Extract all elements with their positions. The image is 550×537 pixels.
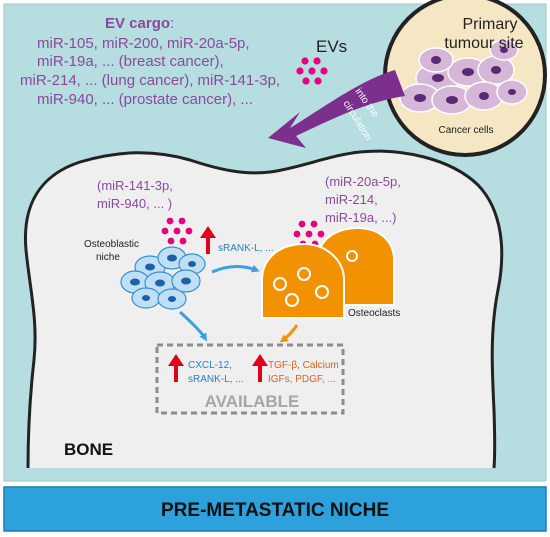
red-up-arrow-left xyxy=(168,354,184,382)
ev-dots-top xyxy=(296,57,328,85)
osteoblastic-niche-label-line1: Osteoblastic xyxy=(84,239,139,250)
svg-text:EV cargo:: EV cargo: xyxy=(105,15,174,32)
red-up-arrow-right xyxy=(252,354,268,382)
arrow-osteoclast-to-available xyxy=(279,324,299,343)
evs-label: EVs xyxy=(316,37,347,56)
osteoblast-cells xyxy=(120,246,206,310)
tumour-site: Primary tumour site Cancer cells xyxy=(383,0,547,157)
available-box xyxy=(155,343,345,415)
ev-cargo-line-1: miR-105, miR-200, miR-20a-5p, xyxy=(37,35,250,52)
osteoclast-front xyxy=(261,242,358,319)
cancer-cells-label: Cancer cells xyxy=(438,125,493,136)
osteoclast-mirna-line2: miR-214, xyxy=(325,192,378,207)
tumour-title-line1: Primary xyxy=(462,16,517,33)
osteoblast-mirna-line1: (miR-141-3p, xyxy=(97,178,173,193)
cancer-cells-cluster xyxy=(399,39,528,115)
osteoclasts-label: Osteoclasts xyxy=(348,308,400,319)
available-right-line2: IGFs, PDGF, ... xyxy=(268,374,336,385)
arrow-osteoblast-to-osteoclast xyxy=(211,264,260,274)
osteoclast-mirna-line1: (miR-20a-5p, xyxy=(325,174,401,189)
ev-cargo-title: EV cargo xyxy=(105,15,170,32)
ev-cargo-colon: : xyxy=(170,15,174,32)
srankl-label: sRANK-L, ... xyxy=(218,243,274,254)
osteoblast-mirna-line2: miR-940, ... ) xyxy=(97,196,172,211)
red-up-arrow-srankl xyxy=(200,226,216,254)
available-right-line1: TGF-β, Calcium xyxy=(268,360,339,371)
ev-dots-osteoblast xyxy=(161,217,193,245)
osteoclast-mirna-line3: miR-19a, ...) xyxy=(325,210,397,225)
available-label: AVAILABLE xyxy=(205,392,300,411)
ev-cargo-text: EV cargo: miR-105, miR-200, miR-20a-5p, … xyxy=(20,15,280,108)
tumour-title-line2: tumour site xyxy=(444,35,523,52)
available-left-line2: sRANK-L, ... xyxy=(188,374,244,385)
ev-cargo-line-4: miR-940, ... (prostate cancer), ... xyxy=(37,91,253,108)
bone-label: BONE xyxy=(64,440,113,459)
arrow-osteoblast-to-available xyxy=(178,310,208,342)
banner-box xyxy=(3,486,547,532)
available-left-line1: CXCL-12, xyxy=(188,360,232,371)
ev-cargo-line-2: miR-19a, ... (breast cancer), xyxy=(37,53,224,70)
banner-title: PRE-METASTATIC NICHE xyxy=(161,500,389,521)
ev-cargo-line-3: miR-214, ... (lung cancer), miR-141-3p, xyxy=(20,72,280,89)
osteoblastic-niche-label-line2: niche xyxy=(96,252,120,263)
